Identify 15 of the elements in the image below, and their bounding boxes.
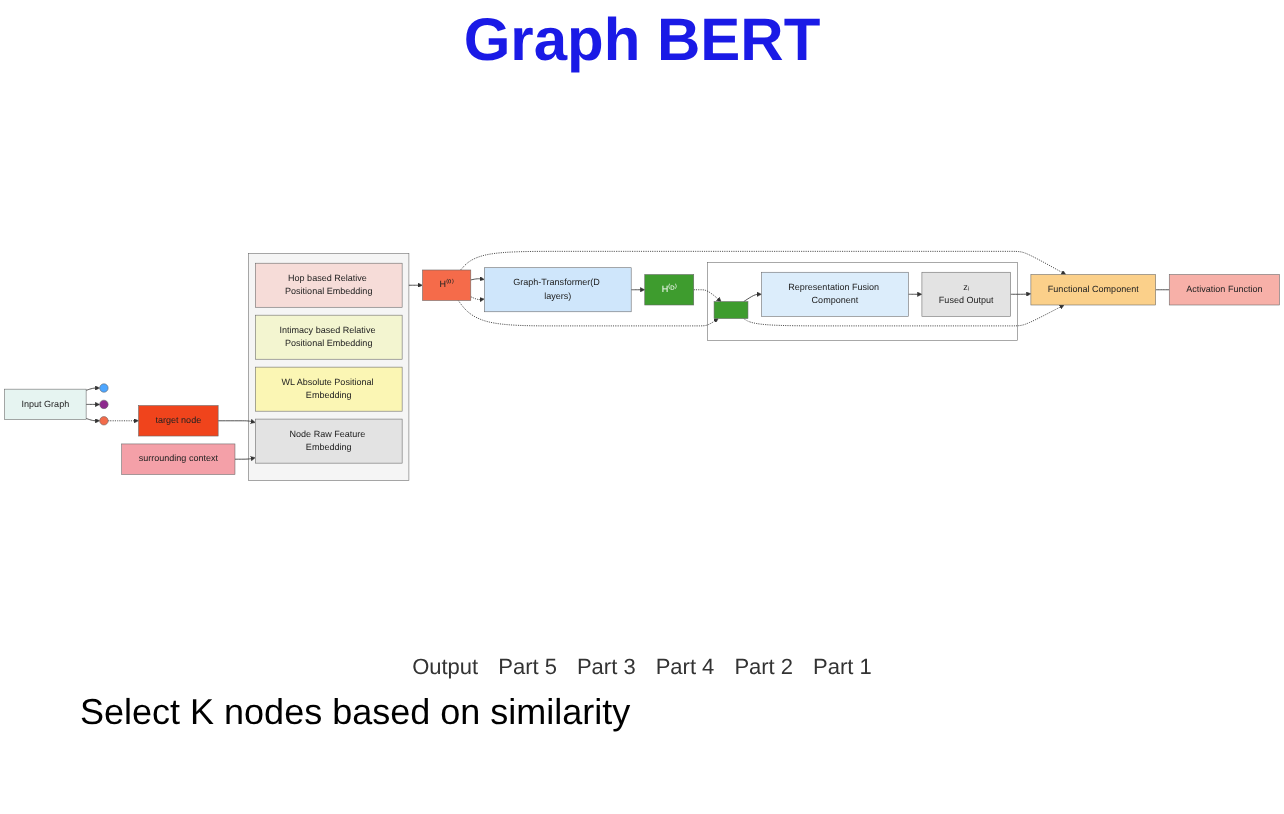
part-label: Part 5 <box>498 656 557 680</box>
node-circle <box>99 383 109 393</box>
part-label: Part 2 <box>734 656 794 680</box>
node-box <box>713 301 749 319</box>
connector <box>1155 289 1170 291</box>
cluster <box>248 253 410 481</box>
part-label: Part 3 <box>576 656 636 680</box>
caption: Select K nodes based on similarity <box>80 692 633 734</box>
node-circle <box>99 416 109 426</box>
cluster <box>707 262 1018 341</box>
part-label: Part 4 <box>655 656 715 680</box>
part-label: Output <box>412 656 479 680</box>
diagram-title: Graph BERT <box>461 8 823 76</box>
part-label: Part 1 <box>813 656 872 680</box>
node-circle <box>99 399 109 409</box>
